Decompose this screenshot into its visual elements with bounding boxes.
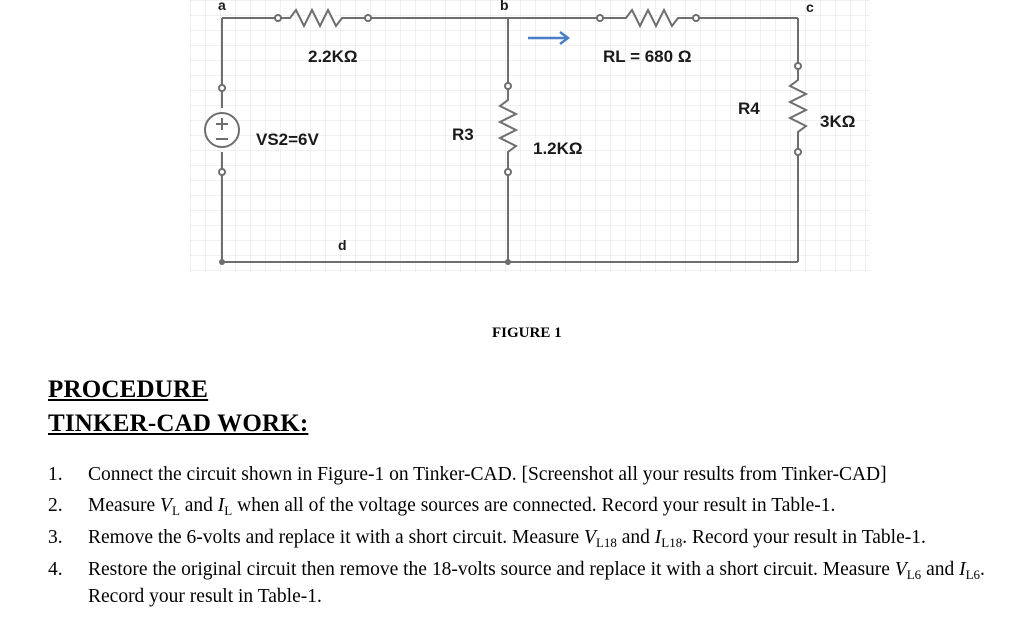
step-number: 3. bbox=[48, 527, 63, 548]
step-text: and bbox=[921, 559, 960, 580]
procedure-step: 3. Remove the 6-volts and replace it wit… bbox=[48, 525, 1008, 552]
source-label: VS2=6V bbox=[256, 130, 320, 149]
node-label-d: d bbox=[338, 237, 347, 253]
step-text: Measure bbox=[88, 495, 161, 516]
voltage-symbol: V bbox=[160, 495, 172, 516]
procedure-step: 4. Restore the original circuit then rem… bbox=[48, 557, 1008, 610]
r4-name-label: R4 bbox=[738, 99, 760, 118]
current-subscript: L6 bbox=[965, 567, 981, 582]
voltage-symbol: V bbox=[584, 527, 596, 548]
procedure-heading: PROCEDURE bbox=[48, 376, 209, 403]
node-label-a: a bbox=[218, 0, 226, 13]
node-label-b: b bbox=[500, 0, 509, 13]
resistor-icon bbox=[787, 62, 809, 156]
node-label-c: c bbox=[806, 0, 814, 15]
step-number: 4. bbox=[48, 559, 63, 580]
step-text: and bbox=[616, 527, 655, 548]
r4-value-label: 3KΩ bbox=[820, 112, 855, 131]
procedure-steps-list: 1. Connect the circuit shown in Figure-1… bbox=[48, 462, 1008, 615]
r1-value-label: 2.2KΩ bbox=[308, 47, 358, 66]
step-text: Restore the original circuit then remove… bbox=[88, 559, 895, 580]
r3-value-label: 1.2KΩ bbox=[533, 139, 583, 158]
tinkercad-subheading: TINKER-CAD WORK: bbox=[48, 410, 309, 437]
resistor-icon bbox=[497, 82, 519, 176]
figure-caption: FIGURE 1 bbox=[492, 325, 562, 341]
current-subscript: L bbox=[224, 503, 233, 518]
current-symbol: I bbox=[217, 495, 225, 516]
current-arrow-icon bbox=[528, 31, 571, 45]
junction-dot bbox=[219, 259, 225, 265]
step-text: Connect the circuit shown in Figure-1 on… bbox=[88, 464, 887, 485]
current-symbol: I bbox=[959, 559, 966, 580]
r3-name-label: R3 bbox=[452, 125, 474, 144]
grid-background bbox=[190, 0, 870, 272]
step-text: and bbox=[179, 495, 218, 516]
step-number: 1. bbox=[48, 464, 63, 485]
voltage-subscript: L bbox=[171, 503, 180, 518]
rl-value-label: RL = 680 Ω bbox=[603, 47, 691, 66]
procedure-step: 2. Measure VL and IL when all of the vol… bbox=[48, 493, 1008, 520]
resistor-icon bbox=[596, 7, 700, 29]
circuit-figure: a b c d 2.2KΩ RL = 680 Ω VS2=6V R3 1.2KΩ… bbox=[190, 0, 870, 272]
junction-dot bbox=[505, 259, 511, 265]
voltage-source-icon bbox=[204, 84, 240, 176]
current-symbol: I bbox=[654, 527, 662, 548]
voltage-symbol: V bbox=[894, 559, 907, 580]
voltage-subscript: L18 bbox=[595, 535, 617, 550]
step-text: . Record your result in Table-1. bbox=[682, 527, 926, 548]
current-subscript: L18 bbox=[661, 535, 683, 550]
procedure-step: 1. Connect the circuit shown in Figure-1… bbox=[48, 462, 1008, 488]
resistor-icon bbox=[274, 7, 372, 29]
step-text: when all of the voltage sources are conn… bbox=[232, 495, 836, 516]
voltage-subscript: L6 bbox=[906, 567, 922, 582]
step-text: Remove the 6-volts and replace it with a… bbox=[88, 527, 585, 548]
step-text: . Record your result in Table-1. bbox=[88, 559, 985, 607]
step-number: 2. bbox=[48, 495, 63, 516]
